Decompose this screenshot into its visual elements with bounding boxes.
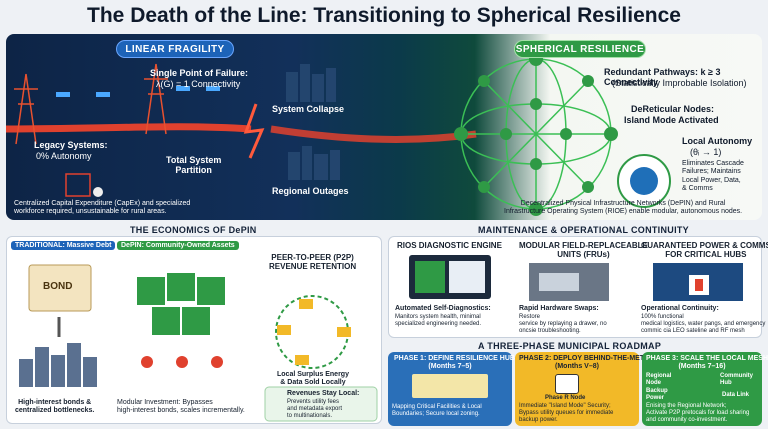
phase-3-regional: Regional Node [646,373,672,387]
maintenance-heading: MAINTENANCE & OPERATIONAL CONTINUITY [478,225,689,235]
bond-label: BOND [43,281,73,292]
legacy-autonomy: 0% Autonomy [36,151,92,161]
power-heading: GUARANTEED POWER & COMMS FOR CRITICAL HU… [641,241,768,260]
regional-outages-label: Regional Outages [272,186,349,196]
redundant-sub: (Statistically Improbable Isolation) [612,78,747,88]
phase-3-community: Community Hub [720,373,753,387]
fru-title: Rapid Hardware Swaps: [519,305,599,312]
rios-heading: RIOS DIAGNOSTIC ENGINE [397,241,502,250]
rios-title: Automated Self-Diagnostics: [395,305,491,312]
system-collapse-label: System Collapse [272,104,345,114]
legacy-label: Legacy Systems: [34,140,108,150]
economics-panel: TRADITIONAL: Massive Debt DePIN: Communi… [6,236,382,424]
page-title: The Death of the Line: Transitioning to … [87,4,681,27]
depin-caption: Modular Investment: Bypasses high-intere… [117,399,245,415]
redundant-label: Redundant Pathways: k ≥ 3 Connectivity [604,67,721,88]
phase-2-desc: Immediate "Island Mode" Security; Bypass… [519,403,614,424]
autonomy-formula: (θᵢ → 1) [690,147,722,157]
economics-illustration [19,264,378,422]
fru-desc: Restore service by replaying a drawer, n… [519,314,607,334]
fru-heading: MODULAR FIELD-REPLACEABLE UNITS (FRUs) [519,241,648,260]
spof-label: Single Point of Failure: [150,68,249,78]
phase-3-card: PHASE 3: SCALE THE LOCAL MESH (Months 7–… [642,352,768,426]
autonomy-desc: Eliminates Cascade Failures; Maintains L… [682,160,744,193]
phase-3-backup: Backup Power [646,388,668,402]
power-desc: 100% functional medical logistics, water… [641,314,766,334]
linear-fragility-pill: LINEAR FRAGILITY [116,40,234,58]
dereticular-label: DeReticular Nodes: [631,104,715,114]
economics-heading: THE ECONOMICS OF DePIN [130,225,257,235]
traditional-header: TRADITIONAL: Massive Debt [11,241,116,250]
traditional-caption: High-interest bonds & centralized bottle… [15,399,95,415]
phase-1-desc: Mapping Critical Facilities & Local Boun… [392,404,482,418]
power-title: Operational Continuity: [641,305,719,312]
phase-3-title: PHASE 3: SCALE THE LOCAL MESH (Months 7–… [646,355,768,371]
capex-note: Centralized Capital Expenditure (CapEx) … [14,200,191,216]
p2p-heading: PEER-TO-PEER (P2P) REVENUE RETENTION [269,253,357,272]
revenue-title: Revenues Stay Local: [287,390,360,397]
depin-note: Decentralized Physical Infrastructure Ne… [504,200,743,216]
maintenance-panel: RIOS DIAGNOSTIC ENGINE MODULAR FIELD-REP… [388,236,768,338]
rios-desc: Manitors system health, minimal speciali… [395,314,482,327]
roadmap-heading: A THREE-PHASE MUNICIPAL ROADMAP [478,341,662,351]
spherical-resilience-pill: SPHERICAL RESILIENCE [514,40,646,58]
surplus-caption: Local Surplus Energy & Data Sold Locally [277,371,349,387]
top-illustration [6,52,671,216]
island-mode-label: Island Mode Activated [624,115,719,125]
phase-1-card: PHASE 1: DEFINE RESILIENCE HUBS (Months … [388,352,520,426]
phase-2-card: PHASE 2: DEPLOY BEHIND-THE-METER (Months… [515,352,654,426]
local-autonomy-label: Local Autonomy [682,136,753,146]
phase-3-datalink: Data Link [722,392,750,398]
phase-2-node: Phase R Node [545,395,586,401]
map-icon [412,374,488,398]
top-band: LINEAR FRAGILITY SPHERICAL RESILIENCE Si… [6,34,762,220]
phase-1-title: PHASE 1: DEFINE RESILIENCE HUBS (Months … [394,355,520,371]
spof-formula: λ(G) = 1 Connectivity [156,79,241,89]
depin-header: DePIN: Community-Owned Assets [117,241,239,250]
total-partition-label: Total System Partition [166,155,222,176]
revenue-desc: Prevents utility fees and metadata expor… [287,399,343,419]
phase-2-title: PHASE 2: DEPLOY BEHIND-THE-METER (Months… [519,355,654,371]
maintenance-illustration [409,255,743,301]
meter-icon [555,374,579,394]
phase-3-desc: Enising the Regional Network; Activate P… [646,403,750,424]
